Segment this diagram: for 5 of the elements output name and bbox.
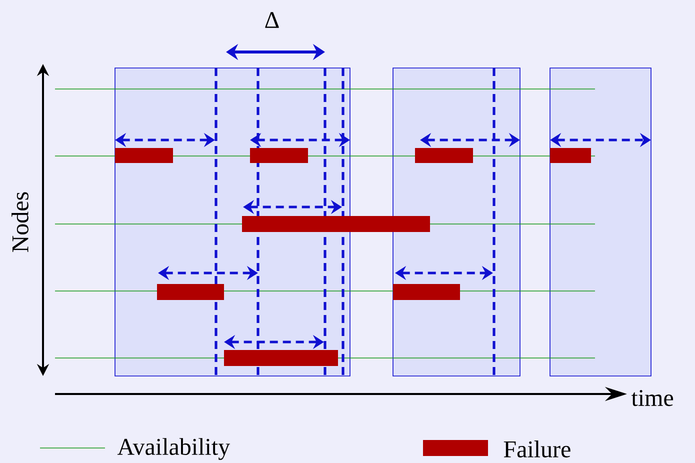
- dimension-label: Δ: [265, 12, 279, 28]
- legend-label: Availability: [117, 438, 230, 460]
- axis-label: time: [631, 390, 674, 406]
- legend-label: Failure: [504, 440, 570, 458]
- axis-label: Nodes: [12, 192, 28, 252]
